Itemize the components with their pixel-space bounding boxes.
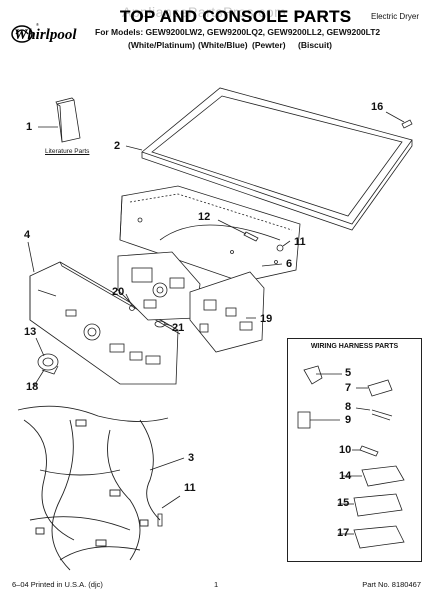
page-title: TOP AND CONSOLE PARTS [120,7,352,26]
callout-14: 14 [339,470,352,482]
page-number: 1 [214,580,219,589]
screw-16 [385,111,413,129]
console-rear-frame [119,185,301,283]
callout-21: 21 [172,322,185,334]
harness-part-5 [303,365,342,385]
callout-11-upper: 11 [294,236,306,248]
color-white-platinum: (White/Platinum) [128,40,196,50]
dryer-top-panel [125,87,413,231]
harness-part-7 [356,379,393,397]
color-white-blue: (White/Blue) [198,40,248,50]
callout-16: 16 [371,101,384,113]
part-number: Part No. 8180467 [362,580,421,589]
callout-20: 20 [112,286,125,298]
product-type: Electric Dryer [370,12,419,21]
print-info: 6–04 Printed in U.S.A. (djc) [12,580,103,589]
callout-19: 19 [260,313,273,325]
callout-5: 5 [345,367,352,379]
screw-20 [125,293,135,311]
harness-part-17 [338,525,405,549]
wiring-harness-parts-box: WIRING HARNESS PARTS [287,338,422,562]
callout-13: 13 [24,326,37,338]
whirlpool-logo: Whirlpool ® [11,22,77,43]
harness-part-9 [297,411,340,429]
models-line: For Models: GEW9200LW2, GEW9200LQ2, GEW9… [95,27,381,37]
callout-12: 12 [198,211,211,223]
literature-parts-label: Literature Parts [45,148,90,155]
timer-knob [33,337,59,387]
svg-text:Whirlpool: Whirlpool [14,27,77,43]
harness-part-14 [342,465,405,487]
screw-12 [217,219,259,242]
callout-3: 3 [188,452,195,464]
callout-17: 17 [337,527,350,539]
callout-18: 18 [26,381,39,393]
svg-text:®: ® [36,22,39,27]
harness-part-10 [352,445,379,457]
callout-15: 15 [337,497,350,509]
callout-6: 6 [286,258,293,270]
watermark: AppliancePartsPros.com [122,4,287,20]
screw-11-lower [157,495,181,527]
console-right-housing [189,271,265,353]
knob-21 [154,320,173,328]
callout-1: 1 [26,121,33,133]
harness-box-title: WIRING HARNESS PARTS [310,343,399,350]
screw-11-upper [276,240,291,252]
harness-part-8 [355,407,393,421]
callout-8: 8 [345,401,352,413]
callout-10: 10 [339,444,352,456]
color-pewter: (Pewter) [252,40,286,50]
color-biscuit: (Biscuit) [298,40,332,50]
callout-9: 9 [345,414,352,426]
callout-11-lower: 11 [184,482,196,494]
literature-booklet [38,97,81,143]
harness-part-15 [338,493,403,517]
callout-4: 4 [24,229,31,241]
callout-2: 2 [114,140,121,152]
wiring-harness [17,405,185,571]
callout-7: 7 [345,382,352,394]
